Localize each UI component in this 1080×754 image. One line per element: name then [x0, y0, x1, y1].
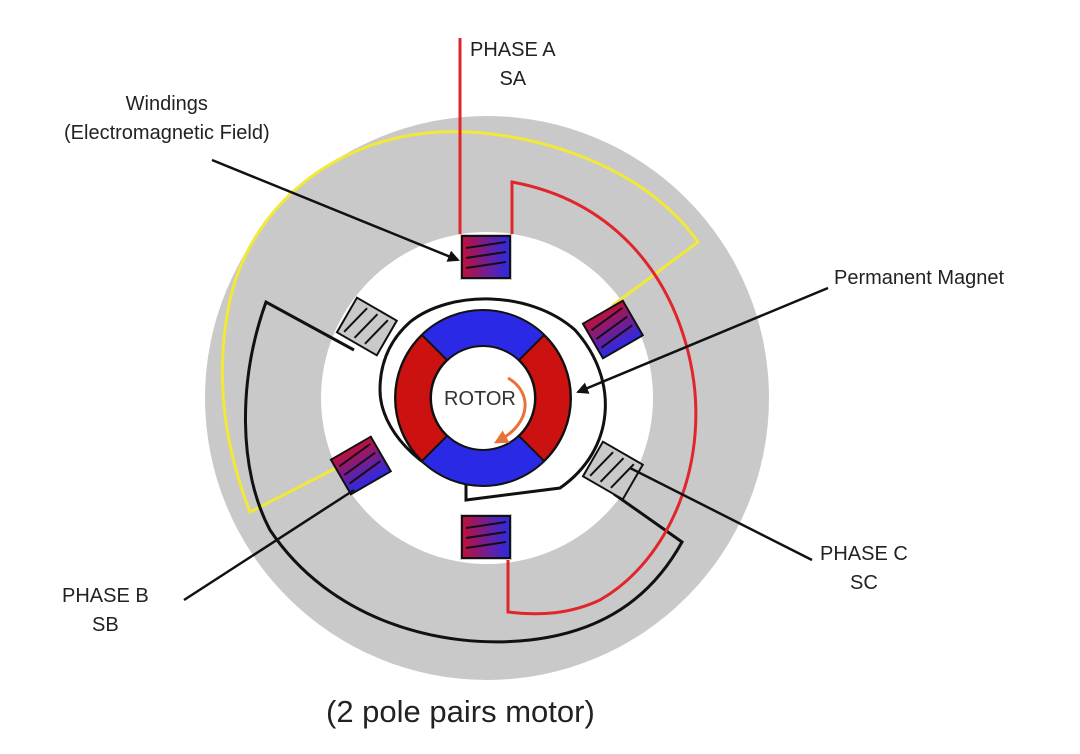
phase-a-title: PHASE A [470, 39, 556, 61]
coil-phase-a-top [461, 235, 511, 279]
phase-b-label: PHASE B SB [62, 582, 149, 640]
phase-c-wire [220, 130, 701, 515]
rotor-magnets [394, 309, 572, 487]
windings-leader [211, 158, 460, 262]
coil-phase-c-right [581, 299, 645, 360]
phase-c-label: PHASE C SC [820, 540, 908, 598]
phase-c-title: PHASE C [820, 543, 908, 565]
rotor-label: ROTOR [444, 388, 516, 410]
coil-phase-a-bottom [461, 515, 511, 559]
permanent-magnet-label: Permanent Magnet [834, 264, 1004, 293]
windings-title: Windings [125, 93, 208, 115]
coil-inactive-lower-right [581, 440, 645, 501]
phase-c-leader [629, 466, 813, 562]
phase-c-code: SC [850, 572, 878, 594]
coil-inactive-upper-left [335, 296, 399, 357]
windings-subtitle: (Electromagnetic Field) [64, 122, 270, 144]
permanent-magnet-leader [576, 286, 829, 394]
phase-a-code: SA [499, 68, 527, 90]
phase-a-label: PHASE A SA [470, 36, 556, 94]
coil-phase-b-left [329, 435, 393, 496]
diagram-caption: (2 pole pairs motor) [326, 694, 595, 729]
phase-a-return-wire [506, 180, 698, 616]
windings-label: Windings (Electromagnetic Field) [64, 90, 270, 148]
permanent-magnet-title: Permanent Magnet [834, 267, 1005, 289]
phase-b-leader [183, 488, 355, 602]
rotation-arrow-icon [493, 376, 527, 444]
phase-b-code: SB [92, 614, 119, 636]
phase-b-title: PHASE B [62, 585, 149, 607]
phase-b-wire [244, 299, 684, 644]
